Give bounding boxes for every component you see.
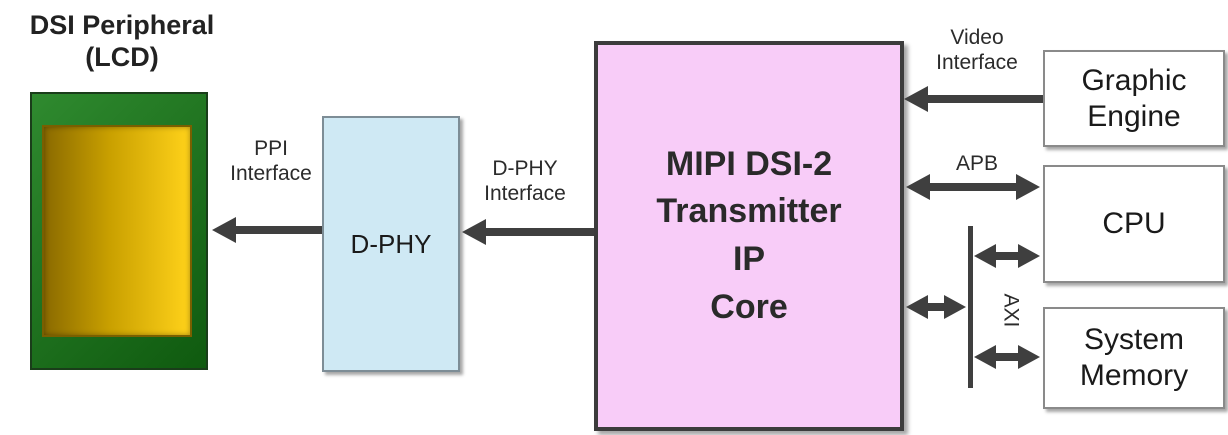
axi-bus-line	[968, 226, 973, 388]
peripheral-title: DSI Peripheral (LCD)	[2, 10, 242, 74]
core-label-line3: IP	[732, 240, 766, 278]
core-label-line1: MIPI DSI-2	[665, 144, 833, 183]
ppi-label-line1: PPI	[254, 137, 288, 160]
dphy-interface-line2: Interface	[484, 181, 566, 205]
ppi-arrow	[212, 217, 322, 243]
axi-cpu-arrow	[974, 244, 1040, 268]
video-interface-line2: Interface	[936, 50, 1018, 74]
system-memory-label: System Memory	[1080, 322, 1188, 394]
video-interface-label: Video Interface	[918, 26, 1036, 76]
apb-bidirectional-arrow	[906, 174, 1040, 200]
dphy-block-label: D-PHY	[350, 228, 432, 259]
dphy-interface-line1: D-PHY	[492, 157, 558, 180]
video-interface-arrow	[904, 86, 1043, 112]
system-memory-line2: Memory	[1079, 359, 1189, 392]
cpu-label: CPU	[1102, 207, 1166, 240]
core-label-line2: Transmitter	[656, 192, 842, 231]
graphic-engine-line2: Engine	[1087, 99, 1181, 133]
axi-memory-arrow	[974, 345, 1040, 369]
core-label-line4: Core	[710, 287, 788, 326]
ppi-interface-label: PPI Interface	[212, 137, 330, 187]
lcd-panel-screen	[42, 125, 192, 337]
dsi2-transmitter-core-block: MIPI DSI-2 Transmitter IP Core	[594, 41, 904, 431]
system-memory-block: System Memory	[1043, 307, 1225, 409]
graphic-engine-line1: Graphic	[1081, 63, 1187, 97]
dphy-interface-label: D-PHY Interface	[462, 157, 588, 207]
graphic-engine-label: Graphic Engine	[1081, 63, 1186, 135]
ppi-label-line2: Interface	[230, 161, 312, 185]
core-label: MIPI DSI-2 Transmitter IP Core	[656, 141, 841, 331]
core-axi-arrow	[906, 295, 966, 319]
apb-label: APB	[955, 152, 999, 175]
system-memory-line1: System	[1083, 323, 1185, 356]
peripheral-title-line2: (LCD)	[85, 41, 159, 72]
graphic-engine-block: Graphic Engine	[1043, 50, 1225, 147]
cpu-block: CPU	[1043, 165, 1225, 283]
dphy-interface-arrow	[462, 219, 594, 245]
peripheral-title-line1: DSI Peripheral	[29, 10, 215, 40]
dphy-block: D-PHY	[322, 116, 460, 372]
video-interface-line1: Video	[950, 26, 1004, 49]
